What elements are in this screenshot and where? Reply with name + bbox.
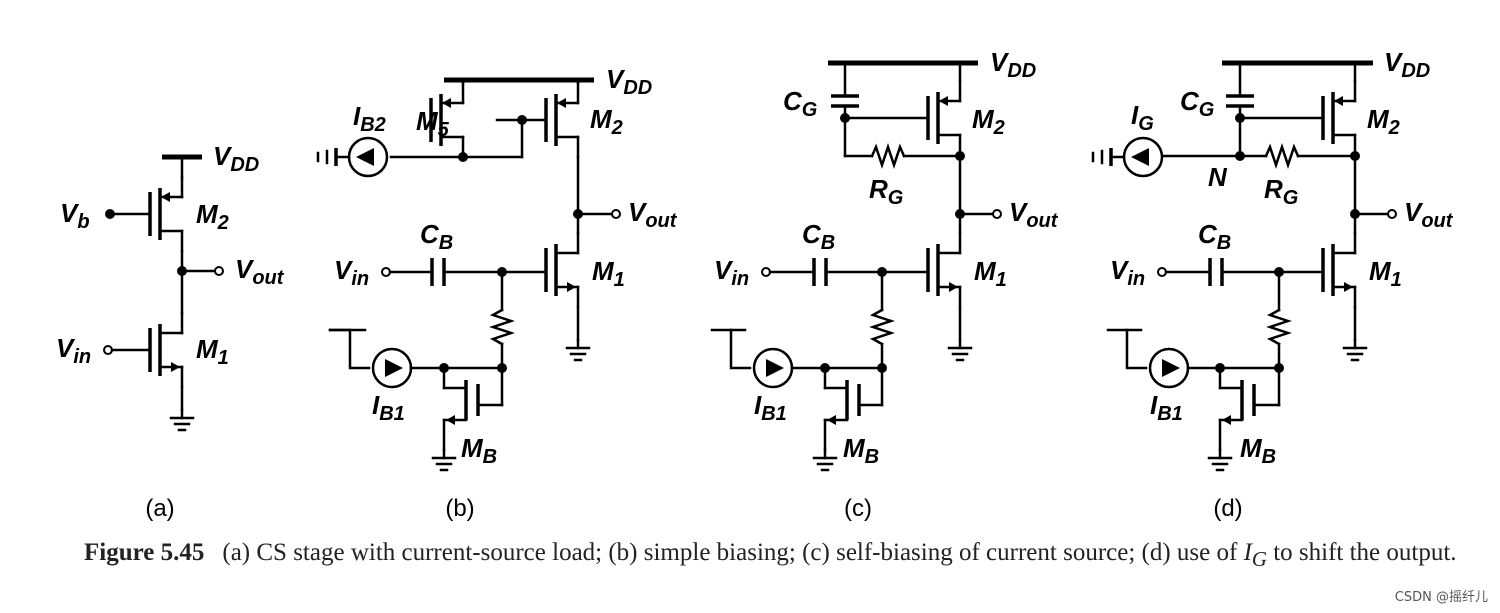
c-rg-label: RG [869, 174, 903, 209]
panel-c-circuit [710, 60, 1002, 472]
d-rg-label: RG [1264, 174, 1298, 209]
b-m5-label: M5 [416, 106, 450, 141]
a-vdd-label: VDD [213, 141, 259, 176]
panel-a-circuit [103, 154, 224, 432]
c-cg-label: CG [783, 86, 817, 121]
c-ib1-label: IB1 [754, 390, 787, 425]
b-vout-label: Vout [628, 197, 678, 232]
panel-d-circuit [1091, 60, 1397, 472]
d-vout-label: Vout [1404, 197, 1454, 232]
d-vdd-label: VDD [1384, 47, 1430, 82]
b-ib1-label: IB1 [372, 390, 405, 425]
circuit-figure: VDD Vb M2 Vout Vin M1 (a) [56, 47, 1454, 522]
panel-label-a: (a) [145, 495, 174, 522]
d-cb-label: CB [1198, 219, 1231, 254]
a-m2-label: M2 [196, 199, 229, 234]
figure-caption: Figure 5.45 (a) CS stage with current-sou… [84, 534, 1474, 578]
b-vdd-label: VDD [606, 64, 652, 99]
d-mb-label: MB [1240, 433, 1276, 468]
a-vout-label: Vout [235, 254, 285, 289]
d-vin-label: Vin [1110, 255, 1145, 290]
c-mb-label: MB [843, 433, 879, 468]
d-ib1-label: IB1 [1150, 390, 1183, 425]
c-cb-label: CB [802, 219, 835, 254]
b-m2-label: M2 [590, 104, 623, 139]
b-cb-label: CB [420, 219, 453, 254]
caption-ig-symbol: IG [1243, 539, 1267, 571]
d-m2-label: M2 [1367, 104, 1400, 139]
d-ig-label: IG [1131, 100, 1154, 135]
d-cg-label: CG [1180, 86, 1214, 121]
c-vout-label: Vout [1009, 197, 1059, 232]
figure-number: Figure 5.45 [84, 539, 205, 566]
panel-label-d: (d) [1213, 495, 1242, 522]
c-vin-label: Vin [714, 255, 749, 290]
c-m2-label: M2 [972, 104, 1005, 139]
panel-b-circuit [316, 77, 621, 472]
a-m1-label: M1 [196, 334, 229, 369]
panel-label-b: (b) [445, 495, 474, 522]
c-m1-label: M1 [974, 256, 1007, 291]
a-vb-label: Vb [60, 198, 90, 233]
caption-text: (a) CS stage with current-source load; (… [222, 539, 1238, 566]
d-node-n-label: N [1208, 162, 1228, 192]
d-m1-label: M1 [1369, 256, 1402, 291]
a-vin-label: Vin [56, 333, 91, 368]
b-vin-label: Vin [334, 255, 369, 290]
panel-label-c: (c) [844, 495, 872, 522]
b-ib2-label: IB2 [353, 101, 386, 136]
c-vdd-label: VDD [990, 47, 1036, 82]
b-mb-label: MB [461, 433, 497, 468]
watermark: CSDN @摇纤儿 [1394, 590, 1488, 605]
b-m1-label: M1 [592, 256, 625, 291]
caption-tail: to shift the output. [1266, 539, 1457, 566]
